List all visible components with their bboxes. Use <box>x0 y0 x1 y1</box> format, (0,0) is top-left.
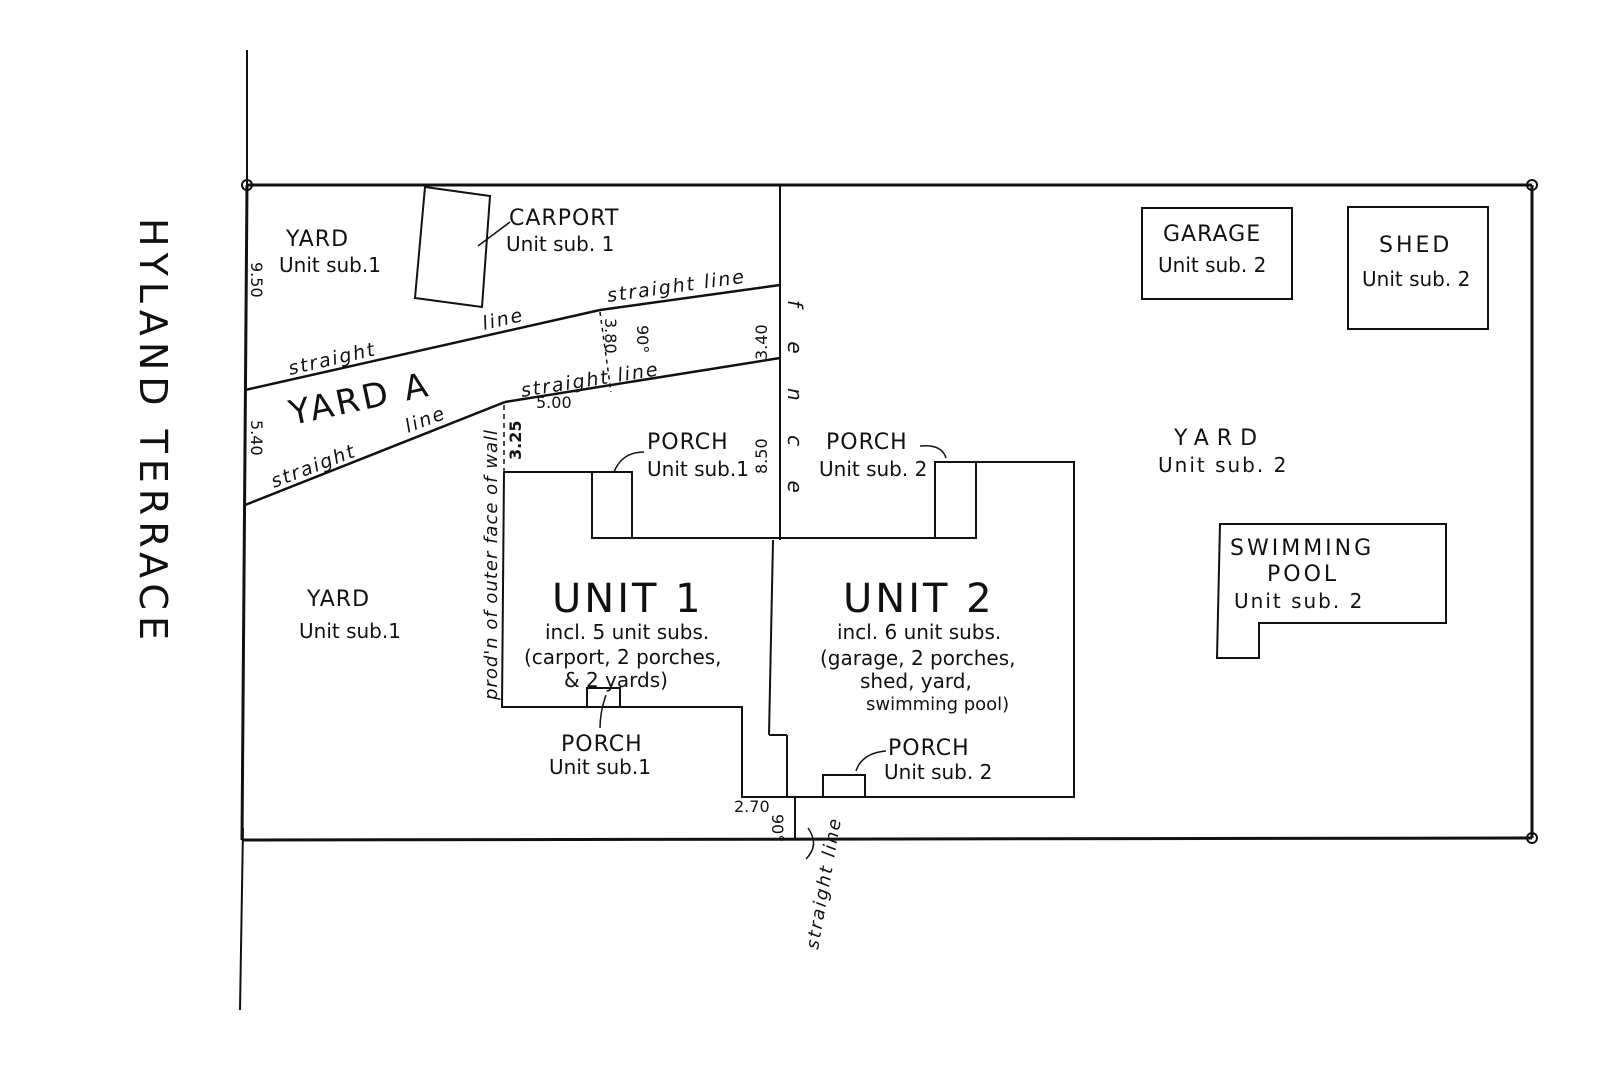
boundary-lines <box>239 50 1538 1011</box>
garage-box <box>1141 207 1293 300</box>
yard-sw-sub: Unit sub.1 <box>299 619 401 643</box>
dim-3-25: 3.25 <box>506 421 525 460</box>
fence-label: f e n c e <box>783 300 807 507</box>
wall-projection-label: prod'n of outer face of wall <box>481 429 502 701</box>
garage-sub: Unit sub. 2 <box>1158 253 1266 277</box>
porch-leaders <box>599 445 947 860</box>
yard-a-lines <box>244 283 781 507</box>
street-name: HYLAND TERRACE <box>131 218 175 646</box>
dim-9-50: 9.50 <box>247 262 266 298</box>
unit-2-line-3: shed, yard, <box>860 669 972 693</box>
yard-nw-sub: Unit sub.1 <box>279 253 381 277</box>
porch-boxes <box>586 461 977 798</box>
line-label-1: line <box>480 304 526 335</box>
straight-line-label-2: straight line <box>606 266 748 307</box>
straight-line-label-5: straight line <box>802 815 846 951</box>
yard-sw-title: YARD <box>306 587 370 612</box>
unit-2-line-1: incl. 6 unit subs. <box>837 620 1001 644</box>
shed-title: SHED <box>1379 233 1452 258</box>
yard-nw-title: YARD <box>285 227 349 252</box>
dim-5-40: 5.40 <box>247 420 266 456</box>
dim-90-a: 90° <box>633 325 652 353</box>
porch-u1-bot-sub: Unit sub.1 <box>549 755 651 779</box>
porch-u2-top-title: PORCH <box>826 430 908 455</box>
dim-2-70: 2.70 <box>734 797 770 816</box>
unit-2-line-4: swimming pool) <box>866 694 1009 715</box>
unit-1-line-2: (carport, 2 porches, <box>524 645 722 669</box>
dim-5-00: 5.00 <box>536 393 572 412</box>
straight-label-1: straight <box>286 338 378 380</box>
shed-sub: Unit sub. 2 <box>1362 267 1470 291</box>
unit-1-line-3: & 2 yards) <box>564 668 668 692</box>
carport-title: CARPORT <box>509 206 619 231</box>
unit-1-line-1: incl. 5 unit subs. <box>545 620 709 644</box>
dim-90-b: 90° <box>768 814 787 842</box>
pool-outline <box>1215 523 1447 659</box>
porch-u1-bot-title: PORCH <box>561 732 643 757</box>
fence-line <box>768 185 796 840</box>
dim-3-40: 3.40 <box>752 324 771 360</box>
porch-u2-bot-sub: Unit sub. 2 <box>884 760 992 784</box>
carport-box <box>413 185 511 309</box>
yard-e-sub: Unit sub. 2 <box>1158 453 1288 477</box>
porch-u2-bot-title: PORCH <box>888 736 970 761</box>
pool-title-1: SWIMMING <box>1230 536 1374 561</box>
pool-sub: Unit sub. 2 <box>1234 589 1364 613</box>
carport-sub: Unit sub. 1 <box>506 232 614 256</box>
unit-2-line-2: (garage, 2 porches, <box>820 646 1016 670</box>
dim-8-50: 8.50 <box>752 438 771 474</box>
yard-e-title: YARD <box>1173 426 1265 451</box>
porch-u2-top-sub: Unit sub. 2 <box>819 457 927 481</box>
unit-2-title: UNIT 2 <box>843 576 995 622</box>
pool-title-2: POOL <box>1267 562 1339 587</box>
shed-box <box>1347 206 1489 330</box>
garage-title: GARAGE <box>1163 222 1261 247</box>
porch-u1-top-sub: Unit sub.1 <box>647 457 749 481</box>
dim-3-80: 3.80 <box>601 318 620 354</box>
unit-1-title: UNIT 1 <box>552 576 704 622</box>
porch-u1-top-title: PORCH <box>647 430 729 455</box>
